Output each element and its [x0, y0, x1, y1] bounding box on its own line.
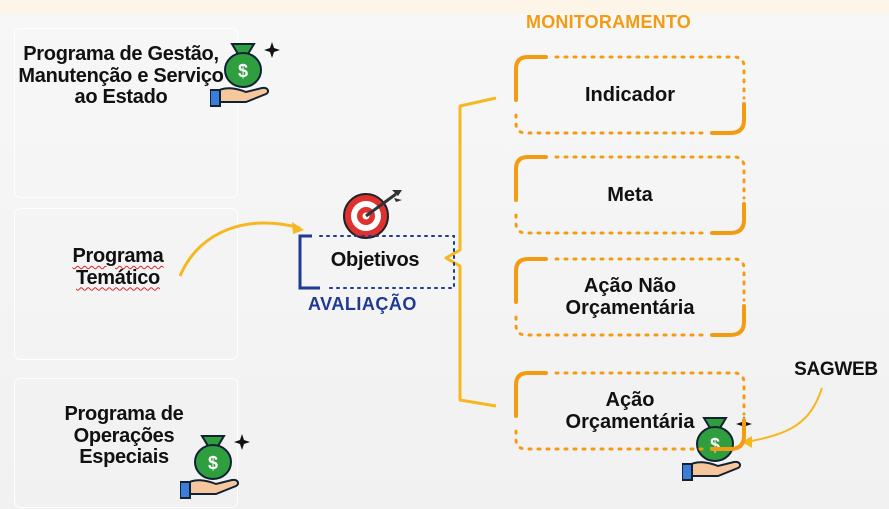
- money-bag-hand-icon: $: [180, 434, 250, 499]
- arrow-head: [742, 436, 752, 448]
- program-tematico-label: Programa Temático: [72, 245, 164, 289]
- connectors: [178, 96, 823, 448]
- svg-text:$: $: [208, 453, 218, 473]
- background-frame: [14, 208, 238, 360]
- arrow-tematico-to-objetivos: [178, 221, 301, 277]
- program-gestao-label: Programa de Gestão, Manutenção e Serviço…: [18, 43, 224, 109]
- monitor-label: Ação Orçamentária: [565, 389, 695, 433]
- objetivos-box: [298, 234, 455, 290]
- monitor-box-acao-orcamentaria: Ação Orçamentária: [512, 370, 748, 452]
- monitor-box-indicador: Indicador: [512, 54, 748, 136]
- arrow-head: [292, 222, 304, 234]
- svg-text:$: $: [238, 61, 248, 81]
- target-arrow-icon: [343, 190, 402, 239]
- arrow-sagweb: [745, 387, 823, 443]
- monitor-box-meta: Meta: [512, 154, 748, 236]
- monitor-box-acao-nao-orcamentaria: Ação Não Orçamentária: [512, 256, 748, 338]
- monitor-label: Meta: [607, 184, 653, 206]
- monitor-label: Ação Não Orçamentária: [565, 275, 695, 319]
- program-operacoes-label: Programa de Operações Especiais: [64, 403, 184, 469]
- diagram-canvas: Programa de Gestão, Manutenção e Serviço…: [0, 12, 889, 509]
- objetivos-label: Objetivos: [330, 249, 420, 271]
- avaliacao-title: AVALIAÇÃO: [308, 294, 417, 314]
- sagweb-label: SAGWEB: [794, 359, 878, 380]
- bracket: [444, 96, 497, 408]
- money-bag-hand-icon: $: [210, 42, 280, 107]
- svg-text:$: $: [710, 435, 720, 455]
- background-frame: [14, 28, 238, 198]
- monitoramento-title: MONITORAMENTO: [526, 12, 691, 32]
- monitor-label: Indicador: [584, 84, 675, 106]
